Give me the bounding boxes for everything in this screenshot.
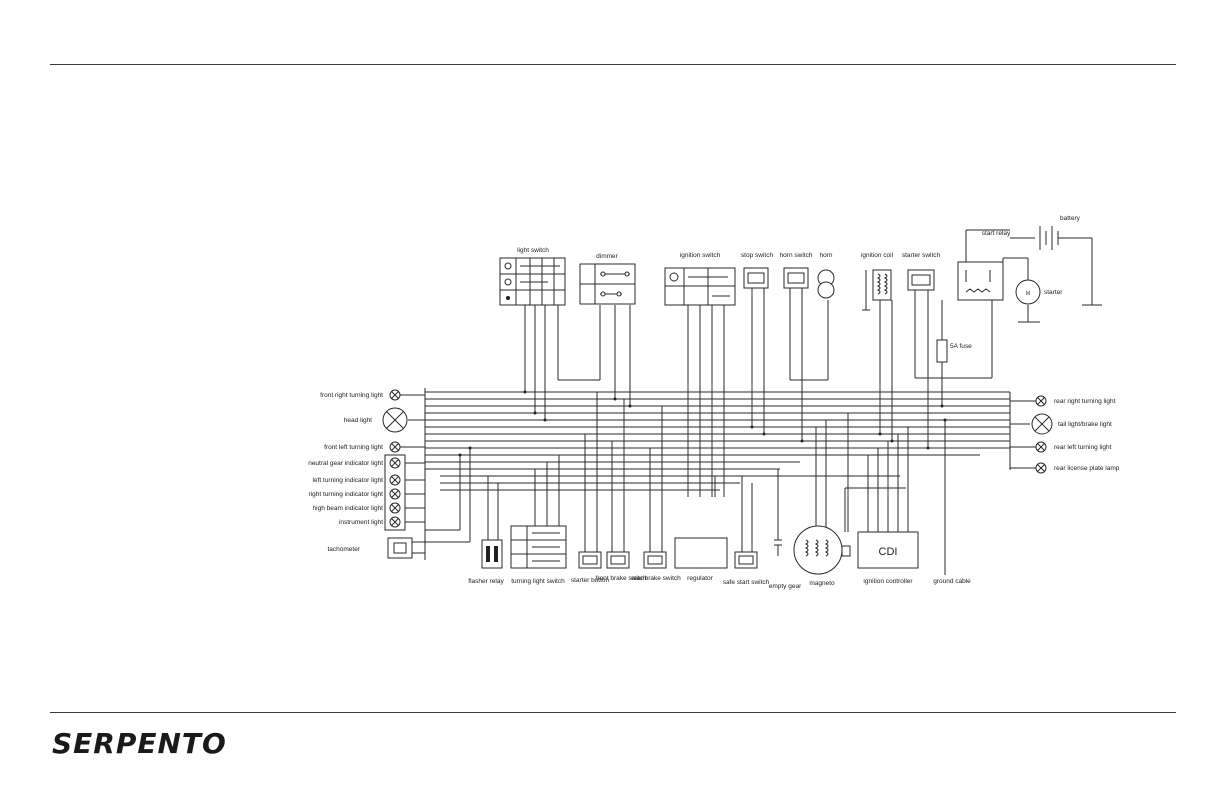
- label-start-relay: start relay: [982, 230, 1011, 237]
- label-stop-switch: stop switch: [741, 252, 774, 259]
- battery-symbol: [1010, 226, 1066, 250]
- label-front-left-turning-light: front left turning light: [324, 444, 383, 451]
- header-rule: [50, 64, 1176, 65]
- label-front-brake-switch: front brake switch: [596, 575, 647, 582]
- starter-relay-symbol: [957, 261, 1004, 301]
- label-flasher-relay: flasher relay: [468, 578, 504, 585]
- label-starter-switch: starter switch: [902, 252, 941, 259]
- label-tail-brake-light: tail light/brake light: [1058, 421, 1112, 428]
- magneto-symbol: [793, 525, 851, 575]
- ignition-coil-symbol: [862, 269, 892, 311]
- regulator-symbol: [674, 537, 728, 569]
- label-empty-gear: empty gear: [769, 583, 802, 590]
- label-ground-cable: ground cable: [933, 578, 971, 585]
- label-magneto: magneto: [809, 580, 835, 587]
- top-drops: [524, 229, 1102, 497]
- indicator-panel: [384, 454, 406, 531]
- serpento-logo: SERPENTO: [52, 728, 227, 758]
- label-light-switch: light switch: [517, 247, 549, 254]
- ignition-switch-symbol: [664, 267, 736, 306]
- label-rear-right-turning-light: rear right turning light: [1054, 398, 1116, 405]
- label-horn: horn: [819, 252, 832, 259]
- lamp-front-right: [389, 389, 401, 401]
- junction-dots: [458, 390, 947, 457]
- label-rear-license-plate-lamp: rear license plate lamp: [1054, 465, 1120, 472]
- turning-light-switch-symbol: [510, 525, 567, 569]
- label-left-turning-indicator: left turning indicator light: [313, 477, 384, 484]
- label-ignition-controller: ignition controller: [863, 578, 913, 585]
- label-horn-switch: horn switch: [780, 252, 813, 259]
- cdi-text: CDI: [879, 546, 898, 558]
- label-neutral-indicator: neutral gear indicator light: [308, 460, 383, 467]
- label-dimmer: dimmer: [596, 253, 619, 260]
- horn-symbol: [817, 269, 835, 299]
- light-switch-symbol: [499, 257, 566, 306]
- bottom-drops: [487, 392, 946, 575]
- front-brake-switch-symbol: [606, 551, 630, 569]
- cdi-box-symbol: CDI: [857, 531, 919, 569]
- label-ignition-coil: ignition coil: [861, 252, 894, 259]
- fuse-symbol: [936, 339, 948, 363]
- label-rear-brake-switch: rear brake switch: [631, 575, 681, 582]
- starter-motor-symbol: M: [1015, 279, 1041, 305]
- label-ignition-switch: ignition switch: [680, 252, 721, 259]
- label-safe-start-switch: safe start switch: [723, 579, 770, 586]
- label-tachometer: tachometer: [327, 546, 360, 553]
- label-rear-left-turning-light: rear left turning light: [1054, 444, 1112, 451]
- starter-button-symbol: [578, 551, 602, 569]
- label-fuse: 5A fuse: [950, 343, 972, 350]
- flasher-relay-symbol: [481, 539, 503, 569]
- label-turning-light-switch: turning light switch: [511, 578, 565, 585]
- label-regulator: regulator: [687, 575, 713, 582]
- lamp-front-left: [389, 441, 401, 453]
- dimmer-symbol: [579, 263, 636, 305]
- label-high-beam-indicator: high beam indicator light: [313, 505, 384, 512]
- harness-bus: [425, 391, 1010, 491]
- rear-brake-switch-symbol: [643, 551, 667, 569]
- lamp-head: [382, 407, 408, 433]
- label-battery: battery: [1060, 215, 1081, 222]
- label-starter: starter: [1044, 289, 1063, 296]
- tachometer-symbol: [387, 537, 413, 559]
- label-front-right-turning-light: front right turning light: [320, 392, 383, 399]
- label-starter-button: starter button: [571, 577, 610, 584]
- label-right-turning-indicator: right turning indicator light: [309, 491, 384, 498]
- footer-rule: [50, 712, 1176, 713]
- svg-text:M: M: [1026, 291, 1030, 297]
- neutral-gear-symbol: [774, 539, 782, 556]
- svg-text:SERPENTO: SERPENTO: [52, 728, 227, 758]
- label-head-light: head light: [344, 417, 372, 424]
- left-lamps: [395, 388, 471, 560]
- horn-switch-symbol: [783, 267, 809, 289]
- right-lamps: [1009, 392, 1053, 474]
- safe-start-switch-symbol: [734, 551, 758, 569]
- label-instrument-light: instrument light: [339, 519, 383, 526]
- stop-switch-symbol: [743, 267, 769, 289]
- starter-switch-symbol: [907, 269, 935, 291]
